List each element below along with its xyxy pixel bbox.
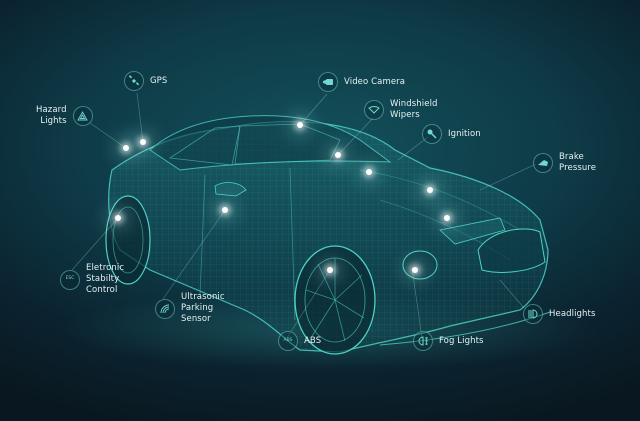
callout-headlights[interactable]: Headlights	[523, 304, 596, 324]
callout-windshield-wipers[interactable]: Windshield Wipers	[364, 99, 438, 121]
hotspot-abs[interactable]	[327, 267, 333, 273]
hotspot-ignition[interactable]	[366, 169, 372, 175]
ultrasonic-parking-sensor-label: Ultrasonic Parking Sensor	[181, 292, 225, 324]
hotspot-electronic-stability-control[interactable]	[115, 215, 121, 221]
callout-hazard-lights[interactable]: Hazard Lights	[36, 105, 93, 127]
abs-icon: ABS	[278, 331, 298, 351]
ignition-label: Ignition	[448, 128, 481, 139]
hotspot-ultrasonic-parking-sensor[interactable]	[222, 207, 228, 213]
hotspot-brake-pressure[interactable]	[427, 187, 433, 193]
callout-ultrasonic-parking-sensor[interactable]: Ultrasonic Parking Sensor	[155, 292, 225, 325]
hotspot-headlights[interactable]	[444, 215, 450, 221]
callout-brake-pressure[interactable]: Brake Pressure	[533, 152, 596, 174]
video-camera-label: Video Camera	[344, 76, 406, 87]
electronic-stability-control-label: Eletronic Stabilty Control	[86, 263, 125, 295]
callout-ignition[interactable]: Ignition	[422, 124, 481, 144]
warning-triangle-icon	[72, 106, 93, 126]
satellite-icon	[124, 71, 144, 91]
abs-label: ABS	[304, 335, 322, 346]
key-icon	[422, 124, 442, 144]
hazard-lights-label: Hazard Lights	[36, 105, 67, 126]
hotspot-video-camera[interactable]	[297, 122, 303, 128]
callout-video-camera[interactable]: Video Camera	[318, 72, 405, 92]
video-camera-icon	[318, 72, 338, 92]
esc-icon: ESC	[60, 269, 80, 290]
hotspot-fog-lights[interactable]	[412, 267, 418, 273]
callout-gps[interactable]: GPS	[124, 71, 167, 91]
callout-electronic-stability-control[interactable]: ESC Eletronic Stabilty Control	[60, 263, 124, 296]
windshield-wipers-label: Windshield Wipers	[390, 99, 438, 120]
brake-pressure-label: Brake Pressure	[559, 152, 597, 173]
fog-light-icon	[413, 331, 433, 351]
headlights-label: Headlights	[549, 308, 596, 319]
brake-icon	[533, 153, 553, 173]
hotspot-gps[interactable]	[140, 139, 146, 145]
gps-label: GPS	[150, 75, 168, 86]
headlight-icon	[523, 304, 543, 324]
hotspot-hazard-lights[interactable]	[123, 145, 129, 151]
callout-abs[interactable]: ABS ABS	[278, 331, 321, 351]
sensor-waves-icon	[155, 298, 175, 319]
fog-lights-label: Fog Lights	[439, 335, 484, 346]
callout-fog-lights[interactable]: Fog Lights	[413, 331, 484, 351]
hotspot-windshield-wipers[interactable]	[335, 152, 341, 158]
wiper-icon	[364, 100, 384, 120]
